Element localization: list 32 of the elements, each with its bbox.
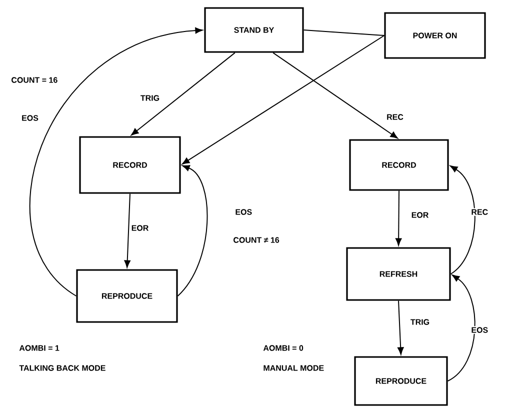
edge-label: EOR xyxy=(410,211,430,219)
state-box: REPRODUCE xyxy=(76,269,178,323)
condition-label: COUNT = 16 xyxy=(12,77,58,83)
state-box: RECORD xyxy=(79,136,181,194)
arrow xyxy=(131,52,236,136)
arrow xyxy=(124,193,130,268)
edge-label: REC xyxy=(386,113,404,121)
edge-label: TRIG xyxy=(409,318,431,326)
edge-label: EOS xyxy=(20,114,40,122)
state-box: REPRODUCE xyxy=(354,356,448,406)
condition-label: COUNT ≠ 16 xyxy=(234,237,280,243)
arrow xyxy=(272,52,398,139)
edge-label: EOS xyxy=(470,326,490,334)
condition-label: AOMBI = 1 xyxy=(19,345,60,351)
edge-label: TRIG xyxy=(139,94,161,102)
state-box: RECORD xyxy=(349,139,449,191)
arrow xyxy=(450,166,476,274)
arrow xyxy=(395,190,402,246)
condition-label: MANUAL MODE xyxy=(264,365,324,371)
arrow xyxy=(447,274,476,382)
condition-label: AOMBI = 0 xyxy=(263,345,304,351)
edge-label: EOS xyxy=(234,208,254,216)
arrow xyxy=(29,27,203,296)
edge-label: REC xyxy=(470,208,490,216)
edge-label: EOR xyxy=(130,224,150,232)
condition-label: TALKING BACK MODE xyxy=(19,365,106,371)
arrow xyxy=(398,300,404,355)
state-box: REFRESH xyxy=(346,247,451,301)
state-box: POWER ON xyxy=(384,12,486,59)
state-box: STAND BY xyxy=(204,7,304,53)
arrow xyxy=(177,165,208,296)
arrow xyxy=(182,35,385,164)
